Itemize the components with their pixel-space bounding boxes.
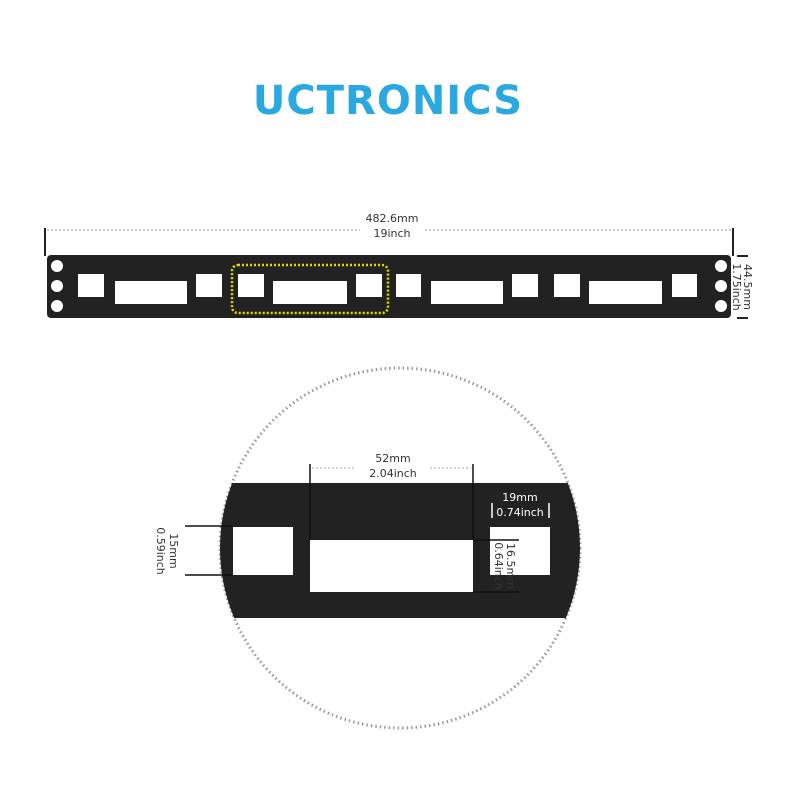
height-inch-label: 1.75inch — [730, 263, 743, 311]
slot-width-inch: 2.04inch — [369, 467, 417, 480]
width-mm-label: 482.6mm — [366, 212, 419, 225]
width-inch-label: 19inch — [373, 227, 410, 240]
panel-cutouts — [78, 274, 697, 304]
highlight-box — [230, 263, 390, 315]
height-dimension: 44.5mm 1.75inch — [730, 255, 754, 319]
slot-height-dimension: 16.5mm 0.64inch — [473, 539, 519, 593]
mounting-holes — [51, 260, 727, 312]
square-width-mm: 19mm — [502, 491, 537, 504]
rack-panel — [47, 255, 731, 318]
square-height-mm: 15mm — [167, 533, 180, 568]
slot-width-dimension: 52mm 2.04inch — [309, 452, 474, 540]
slot-height-inch: 0.64inch — [492, 542, 505, 590]
height-mm-label: 44.5mm — [741, 264, 754, 310]
brand-logo: UCTRONICS — [253, 78, 523, 124]
square-width-dimension: 19mm 0.74inch — [491, 491, 550, 519]
width-dimension: 482.6mm 19inch — [44, 212, 734, 256]
slot-width-mm: 52mm — [375, 452, 410, 465]
detail-panel — [220, 483, 580, 618]
square-width-inch: 0.74inch — [496, 506, 544, 519]
square-height-dimension: 15mm 0.59inch — [154, 525, 232, 576]
square-height-inch: 0.59inch — [154, 527, 167, 575]
slot-height-mm: 16.5mm — [504, 543, 517, 589]
